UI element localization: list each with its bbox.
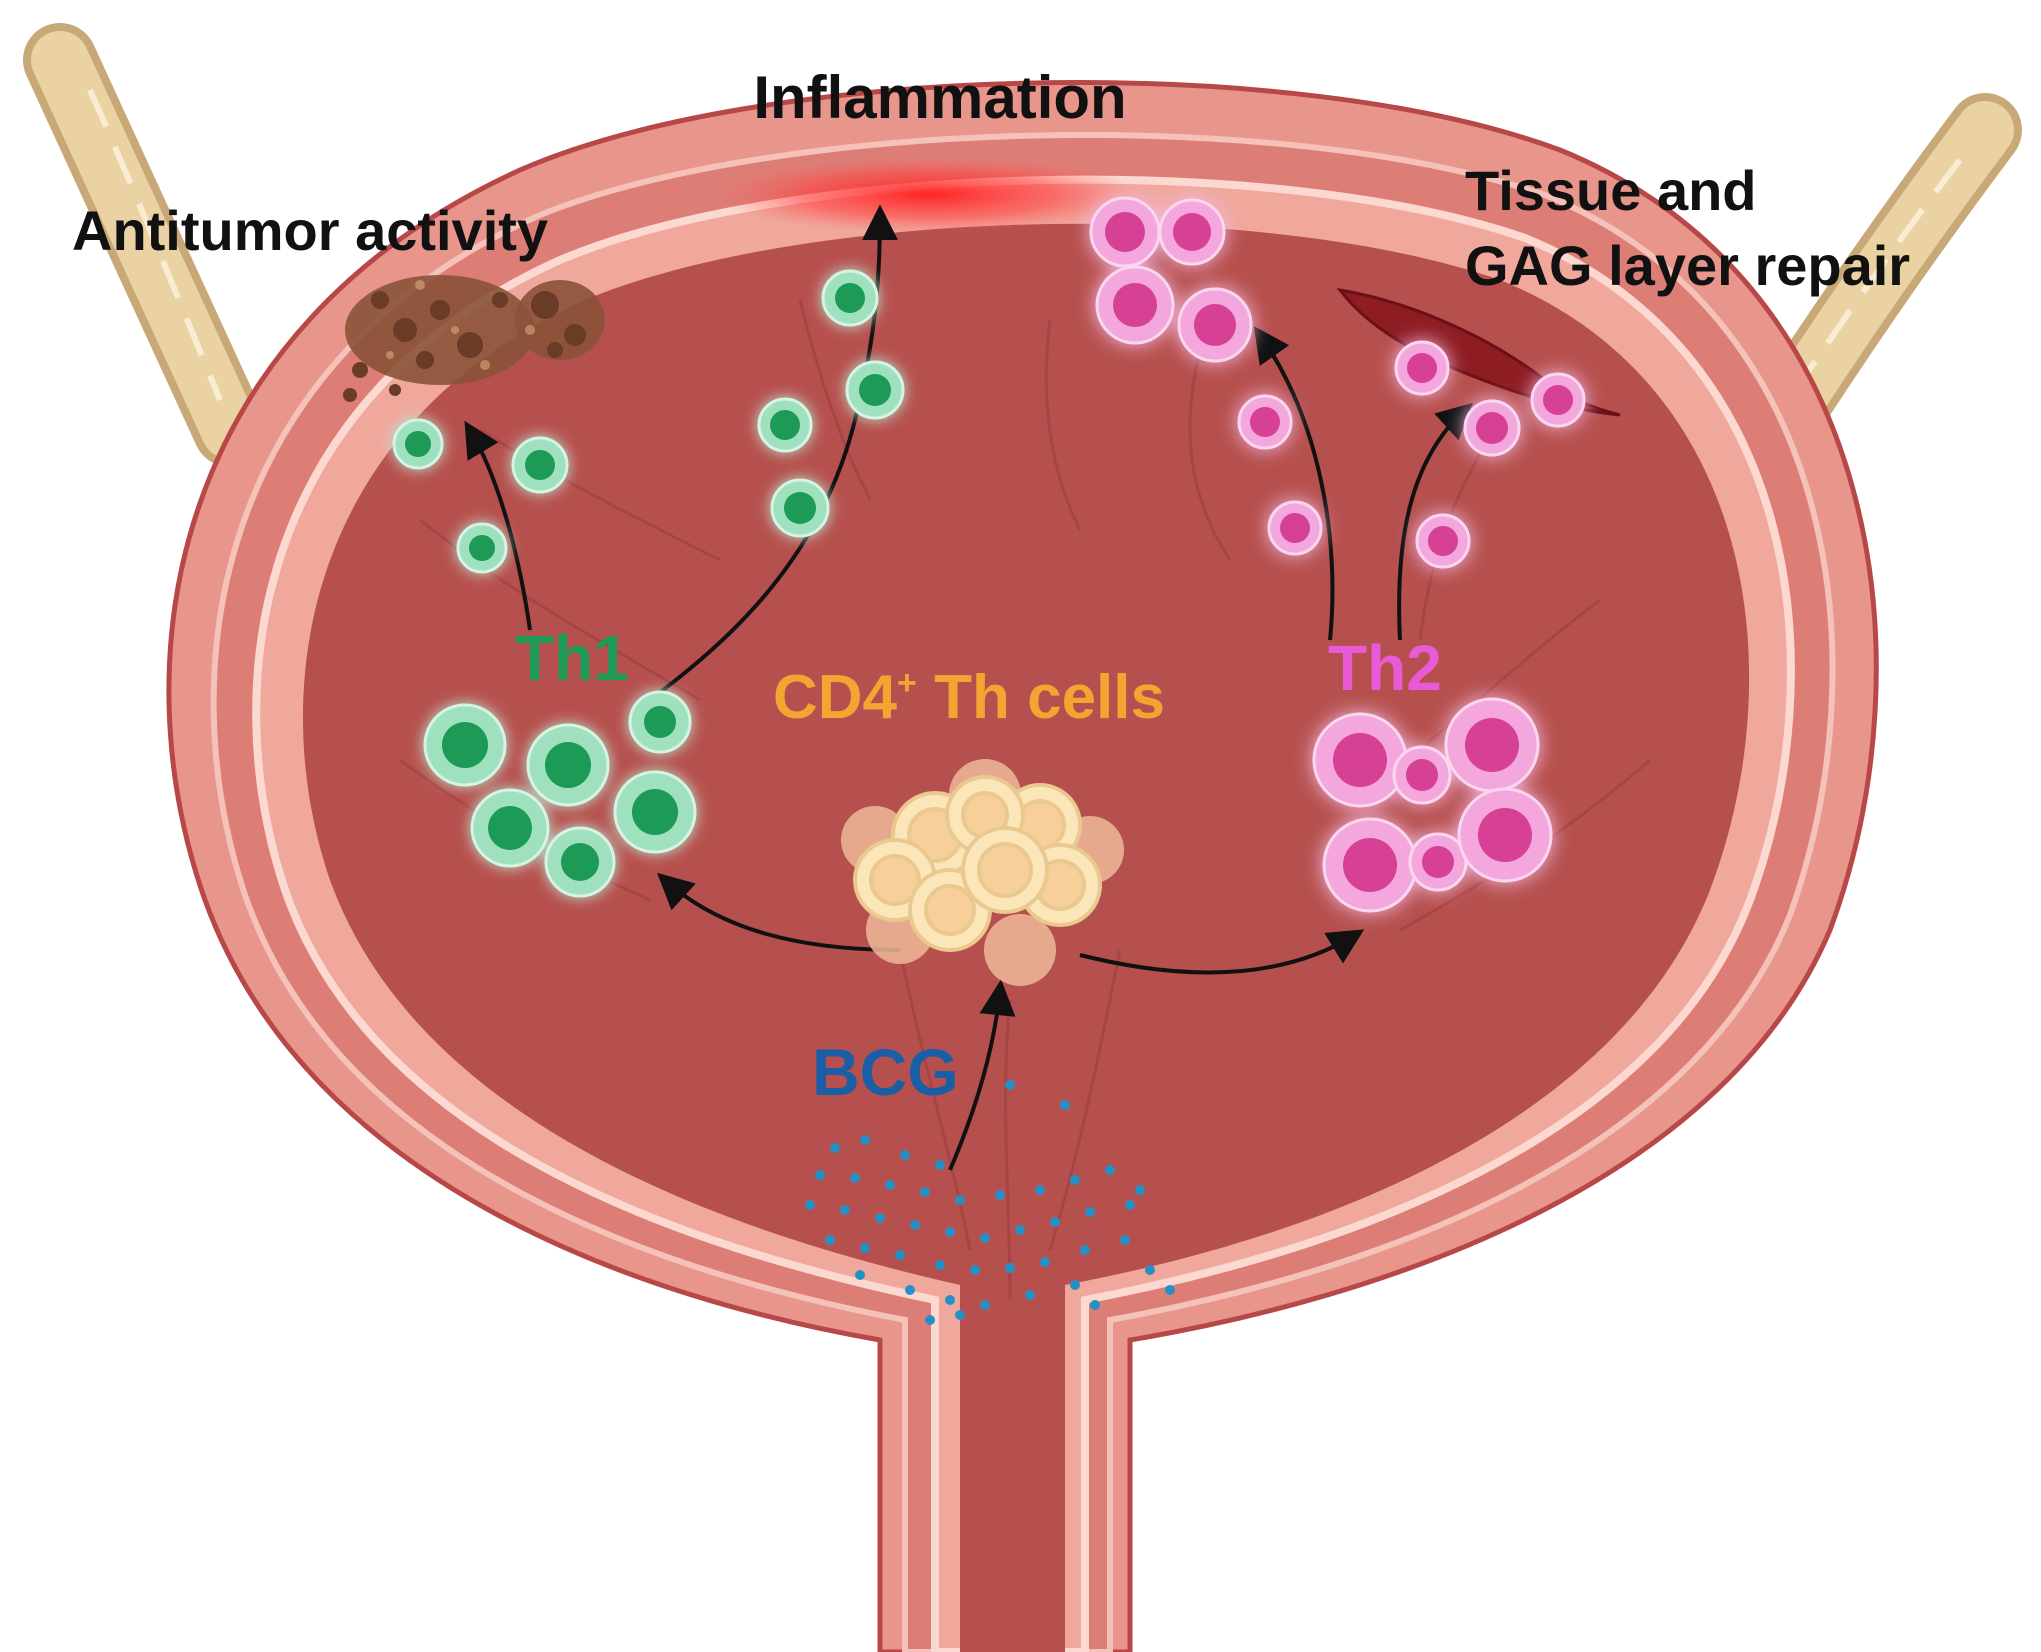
arrow-cd4-to-th1	[657, 872, 901, 952]
label-th2: Th2	[1328, 632, 1442, 704]
label-th1: Th1	[515, 622, 629, 694]
arrow-th1-to-inflammation	[648, 204, 898, 702]
arrow-th2-to-th2-cells	[1253, 326, 1335, 641]
green-lymphocyte-icon	[392, 269, 905, 898]
arrow-bcg-to-cd4	[948, 979, 1016, 1171]
arrow-th2-to-repair	[1397, 402, 1473, 641]
label-bcg: BCG	[812, 1035, 959, 1109]
tumor-debris-icon	[343, 275, 605, 402]
label-antitumor-activity: Antitumor activity	[72, 199, 548, 262]
left-ureter	[23, 23, 267, 467]
pathway-arrows	[464, 204, 1473, 1171]
pink-lymphocyte-icon	[1089, 196, 1586, 913]
cd4-cell-cluster-icon	[841, 759, 1124, 986]
arrow-th1-to-antitumor	[464, 420, 532, 631]
cd4-prefix: CD4	[773, 663, 898, 732]
bcg-bacteria-dots-icon	[805, 1080, 1175, 1325]
label-tissue-repair-line2: GAG layer repair	[1465, 234, 1910, 297]
inflammation-glow	[715, 157, 1145, 233]
label-cd4-th-cells: CD4+ Th cells	[773, 663, 1165, 732]
label-inflammation: Inflammation	[753, 64, 1126, 131]
cd4-superscript: +	[897, 664, 917, 702]
label-tissue-repair-line1: Tissue and	[1465, 159, 1757, 222]
cd4-suffix: Th cells	[917, 663, 1165, 732]
arrow-cd4-to-th2	[1079, 929, 1365, 975]
